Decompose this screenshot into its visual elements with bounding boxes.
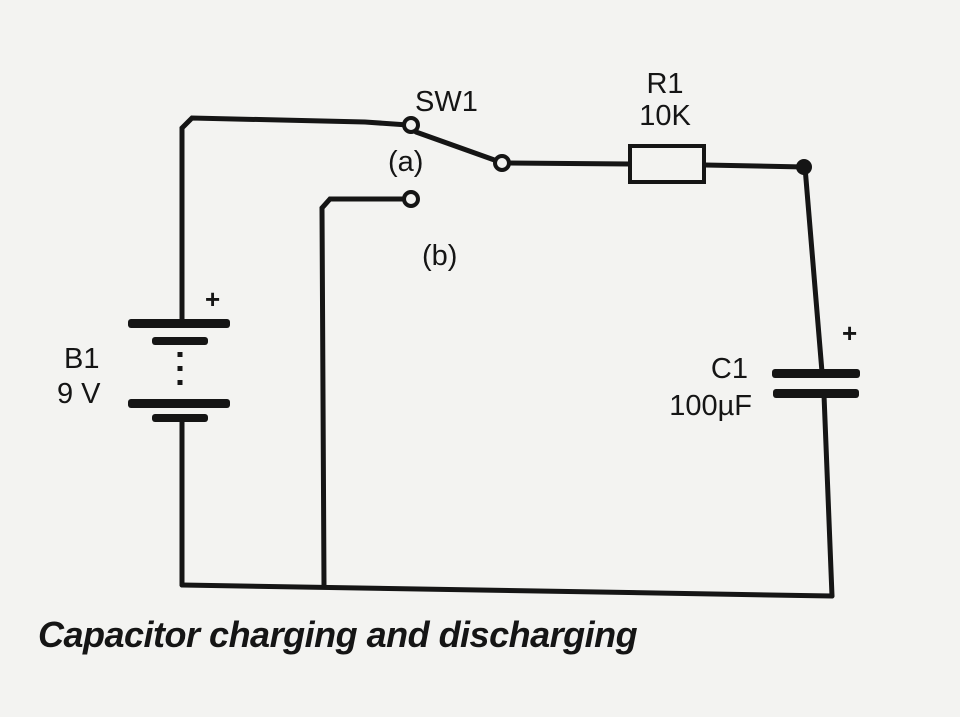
switch-symbol (402, 116, 511, 208)
switch-terminal-a (402, 116, 420, 134)
switch-terminal-b (402, 190, 420, 208)
switch-pivot (493, 154, 511, 172)
wire-switch-to-resistor (503, 160, 633, 167)
battery-symbol (128, 272, 230, 422)
wire-bottom-rail (179, 582, 835, 599)
capacitor-polarity-label: + (842, 318, 858, 348)
wire-battery-to-switch (179, 115, 411, 278)
capacitor-name-label: C1 (710, 353, 748, 385)
capacitor-symbol (772, 369, 860, 398)
wire-capacitor-to-ground (821, 392, 835, 599)
switch-lever (413, 129, 503, 165)
resistor-symbol (628, 144, 706, 184)
battery-polarity-label: + (205, 284, 221, 314)
wire-junction-to-capacitor (802, 164, 825, 375)
figure-caption: Capacitor charging and discharging (38, 614, 638, 655)
switch-name-label: SW1 (415, 86, 478, 118)
switch-position-b-label: (b) (422, 240, 458, 272)
resistor-name-label: R1 (646, 68, 684, 100)
resistor-value-label: 10K (639, 100, 691, 132)
junction-dot (796, 159, 812, 175)
capacitor-value-label: 100µF (669, 390, 752, 422)
wire-discharge-path (319, 196, 411, 588)
battery-name-label: B1 (64, 343, 100, 375)
wire-resistor-to-junction (702, 162, 808, 170)
switch-position-a-label: (a) (388, 146, 424, 178)
battery-value-label: 9 V (57, 378, 101, 410)
